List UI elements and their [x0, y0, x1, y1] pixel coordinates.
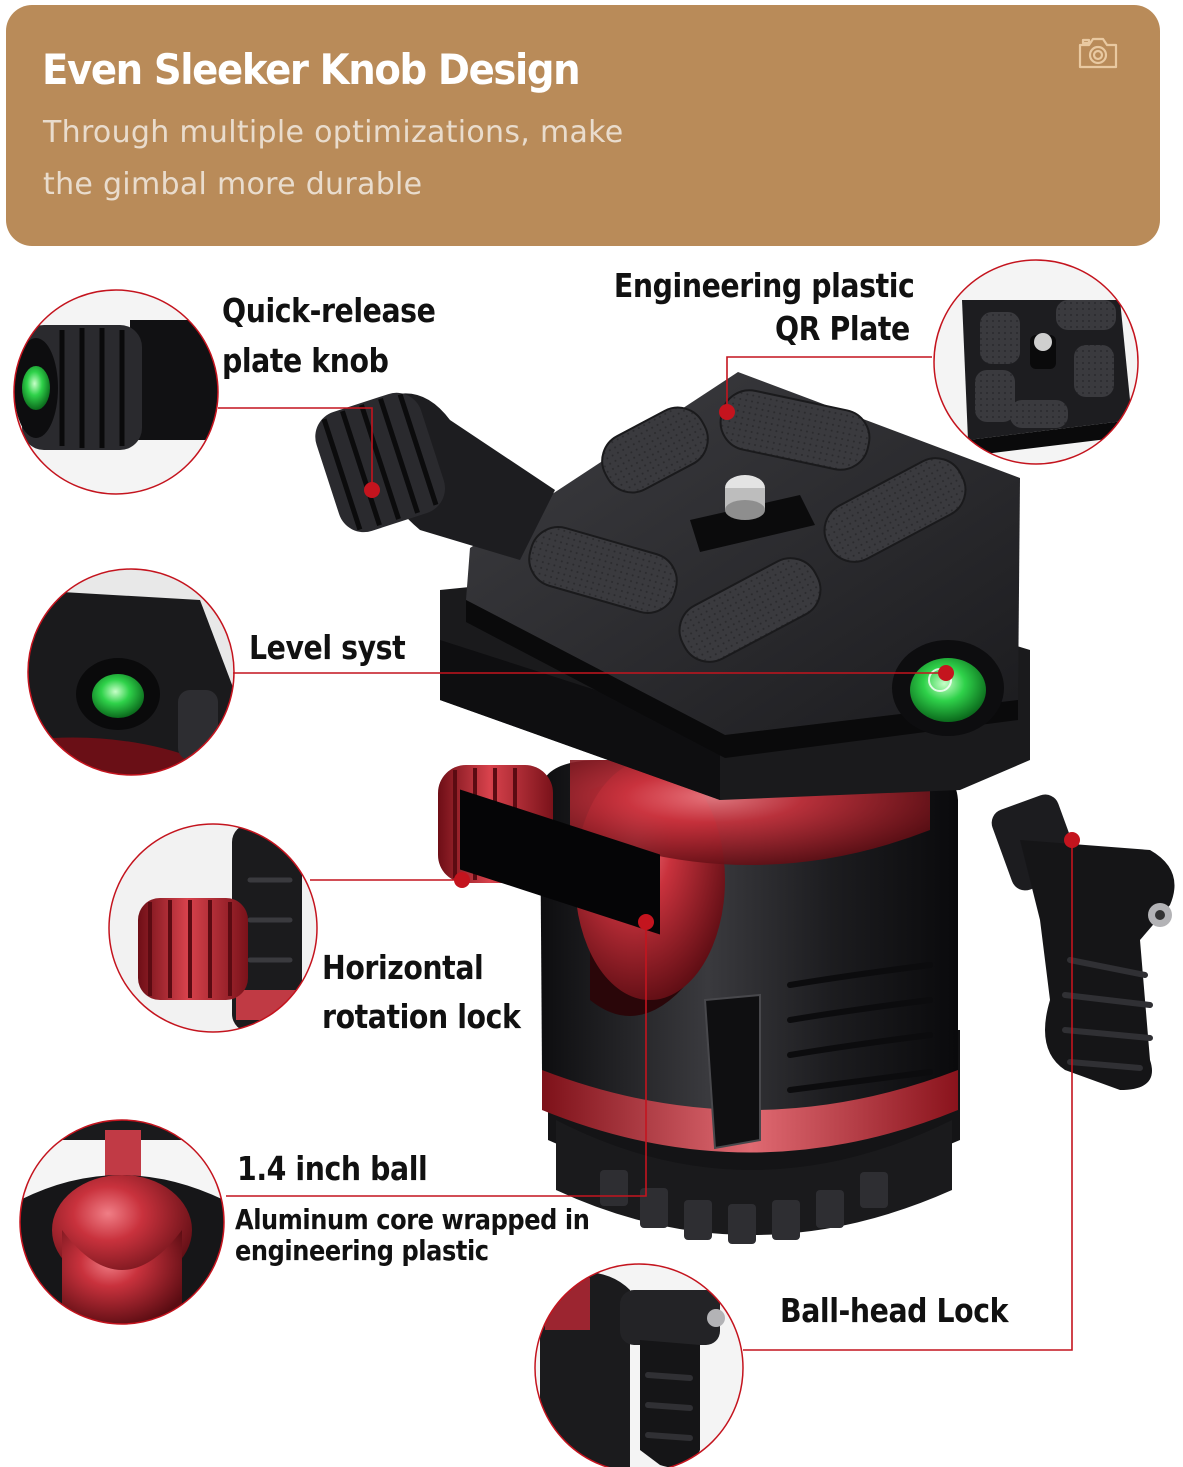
banner-subtitle-line2: the gimbal more durable — [43, 167, 423, 202]
callout-ball-line2: Aluminum core wrapped in — [235, 1203, 590, 1236]
callout-qr-plate-line2: QR Plate — [775, 309, 910, 348]
callout-rotation-lock-line1: Horizontal — [322, 948, 484, 987]
callout-ball-line3: engineering plastic — [235, 1234, 489, 1267]
callout-qr-knob-line2: plate knob — [222, 341, 389, 380]
callout-ballhead-lock: Ball-head Lock — [780, 1291, 1009, 1330]
callout-level: Level syst — [249, 628, 406, 667]
header-banner: Even Sleeker Knob Design Through multipl… — [6, 5, 1160, 246]
banner-title: Even Sleeker Knob Design — [42, 45, 581, 94]
camera-icon — [1078, 37, 1118, 69]
callout-rotation-lock-line2: rotation lock — [322, 997, 521, 1036]
banner-subtitle-line1: Through multiple optimizations, make — [43, 115, 624, 150]
callout-qr-plate-line1: Engineering plastic — [613, 266, 914, 305]
callout-ball-line1: 1.4 inch ball — [237, 1149, 428, 1188]
callout-qr-knob-line1: Quick-release — [222, 291, 436, 330]
